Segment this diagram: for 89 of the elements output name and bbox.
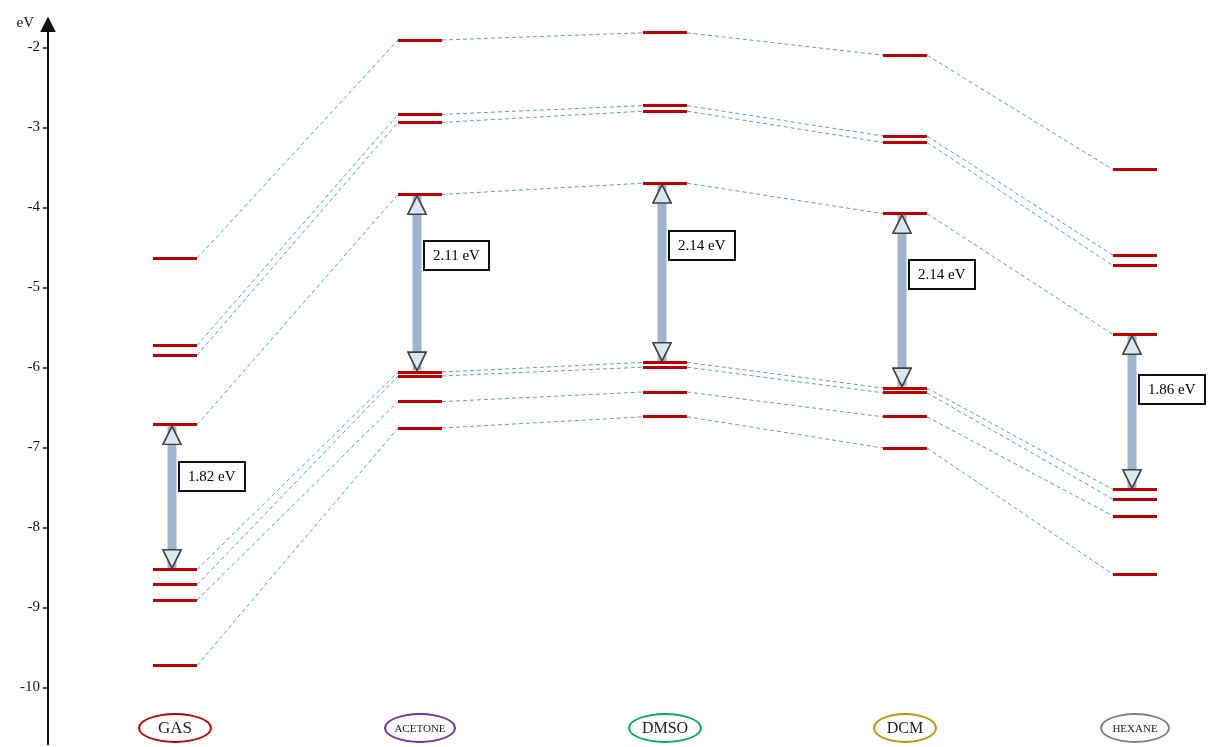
energy-level-bar <box>643 104 687 108</box>
dashed-connector <box>196 39 399 259</box>
tick-label: -7 <box>26 438 40 455</box>
energy-level-bar <box>153 598 197 602</box>
energy-level-bar <box>643 415 687 419</box>
dashed-connector <box>686 361 884 389</box>
energy-level-bar <box>883 140 927 144</box>
energy-level-bar <box>398 374 442 378</box>
edge-label: 2.11 eV <box>423 240 490 272</box>
energy-level-bar <box>1113 264 1157 268</box>
energy-level-bar <box>153 256 197 260</box>
energy-level-bar <box>398 38 442 42</box>
dashed-connector <box>441 366 644 377</box>
dashed-connector <box>686 366 884 394</box>
energy-level-bar <box>1113 253 1157 257</box>
energy-level-bar <box>883 212 927 216</box>
edge-label: 1.86 eV <box>1138 373 1206 405</box>
edge-label: 1.82 eV <box>178 460 246 492</box>
dashed-connector <box>926 416 1114 517</box>
double-arrow <box>1122 335 1142 489</box>
tick-label: -5 <box>26 278 40 295</box>
energy-level-bar <box>153 423 197 427</box>
energy-level-bar <box>643 360 687 364</box>
tick-label: -9 <box>26 598 40 615</box>
solvent-ellipse: DMSO <box>628 713 702 743</box>
energy-level-bar <box>153 344 197 348</box>
tick-label: -2 <box>26 38 40 55</box>
dashed-connector <box>686 32 884 56</box>
tick-label: -8 <box>26 518 40 535</box>
energy-level-bar <box>398 426 442 430</box>
tick-label: -6 <box>26 358 40 375</box>
energy-level-bar <box>398 120 442 124</box>
dashed-connector <box>196 193 399 426</box>
energy-level-bar <box>1113 497 1157 501</box>
axis-unit-label: eV <box>15 14 34 31</box>
energy-level-bar <box>1113 332 1157 336</box>
dashed-connector <box>196 401 399 601</box>
tick-label: -4 <box>26 198 40 215</box>
energy-level-bar <box>153 568 197 572</box>
tick-label: -10 <box>19 678 40 695</box>
energy-level-bar <box>1113 168 1157 172</box>
energy-level-bar <box>1113 514 1157 518</box>
double-arrow <box>652 183 672 362</box>
solvent-ellipse: DCM <box>873 713 937 743</box>
energy-level-bar <box>883 415 927 419</box>
energy-level-bar <box>398 370 442 374</box>
energy-level-bar <box>643 109 687 113</box>
dashed-connector <box>196 427 399 667</box>
edge-label: 2.14 eV <box>908 258 976 290</box>
dashed-connector <box>926 447 1114 575</box>
dashed-connector <box>686 182 884 215</box>
energy-level-bar <box>153 353 197 357</box>
energy-level-bar <box>643 31 687 35</box>
double-arrow <box>407 195 427 372</box>
energy-level-bar <box>398 400 442 404</box>
tick-label: -3 <box>26 118 40 135</box>
double-arrow <box>162 425 182 569</box>
energy-level-bar <box>643 181 687 185</box>
dashed-connector <box>686 416 884 449</box>
solvent-ellipse: HEXANE <box>1100 713 1170 743</box>
dashed-connector <box>441 110 644 123</box>
dashed-connector <box>441 32 644 41</box>
energy-level-bar <box>1113 488 1157 492</box>
energy-level-bar <box>883 391 927 395</box>
dashed-connector <box>441 391 644 403</box>
dashed-connector <box>686 110 884 143</box>
dashed-connector <box>441 361 644 373</box>
dashed-connector <box>441 416 644 429</box>
energy-level-bar <box>643 365 687 369</box>
edge-label: 2.14 eV <box>668 229 736 261</box>
energy-level-bar <box>883 53 927 57</box>
dashed-connector <box>686 105 884 137</box>
energy-level-bar <box>1113 572 1157 576</box>
energy-level-bar <box>398 192 442 196</box>
energy-level-bar <box>643 390 687 394</box>
energy-level-bar <box>883 134 927 138</box>
energy-level-bar <box>883 386 927 390</box>
dashed-connector <box>926 54 1114 171</box>
dashed-connector <box>686 391 884 418</box>
energy-level-bar <box>153 664 197 668</box>
energy-level-bar <box>153 583 197 587</box>
dashed-connector <box>441 182 644 195</box>
solvent-ellipse: GAS <box>138 713 212 743</box>
solvent-ellipse: ACETONE <box>384 713 456 743</box>
double-arrow <box>892 214 912 388</box>
energy-level-bar <box>883 446 927 450</box>
dashed-connector <box>441 105 644 115</box>
energy-level-bar <box>398 112 442 116</box>
dashed-connector <box>926 213 1114 335</box>
